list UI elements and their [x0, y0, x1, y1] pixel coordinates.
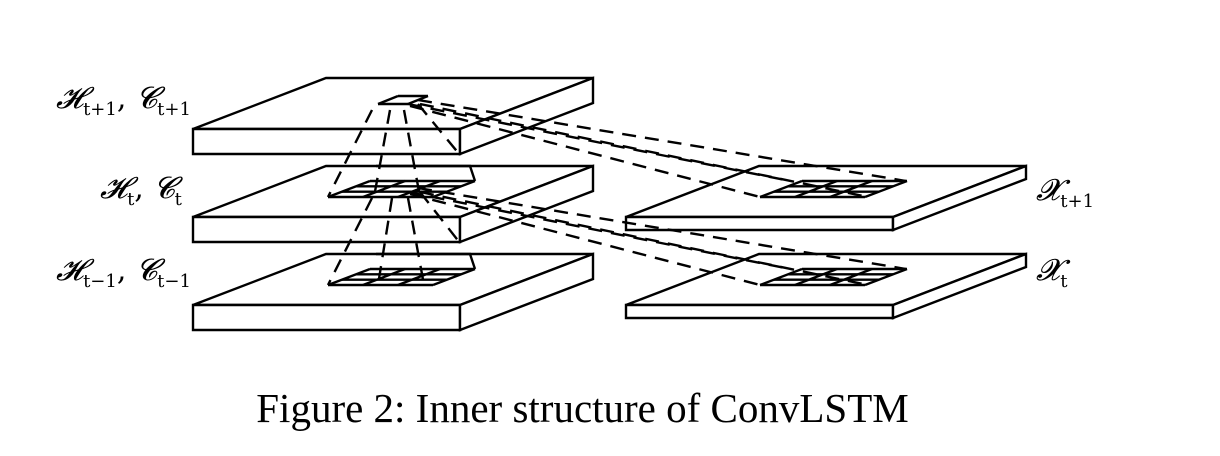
hidden-layer-t-minus-1-side-face — [458, 252, 595, 332]
hidden-t-minus-1-projection-outline — [376, 252, 477, 270]
receptive-field-dashed-line — [417, 103, 461, 156]
hidden-t-minus-1-kernel-grid — [327, 267, 476, 287]
input-t-plus-1-kernel-grid-vline — [759, 179, 803, 199]
receptive-field-dashed-line — [326, 109, 374, 198]
label-x-t-plus-1: 𝓧t+1 — [1036, 173, 1094, 212]
input-layer-t-front-face — [624, 303, 895, 320]
receptive-field-dashed-line — [372, 109, 392, 198]
input-t-plus-1-kernel-grid — [759, 179, 908, 199]
receptive-field-dashed-line — [406, 197, 426, 286]
receptive-field-dashed-line — [417, 98, 907, 183]
hidden-layer-t-front-face — [191, 215, 462, 244]
hidden-t-minus-1-kernel-grid-vline — [362, 267, 406, 287]
hidden-layer-t-minus-1 — [191, 252, 595, 332]
input-t-plus-1-kernel-grid-vline — [794, 179, 838, 199]
input-t-plus-1-kernel-grid-vline — [829, 179, 873, 199]
hidden-t-projection-outline — [376, 164, 477, 182]
input-layer-t-plus-1 — [624, 164, 1028, 232]
hidden-t-plus-1-kernel-cell-vline — [377, 94, 399, 106]
hidden-t-kernel-grid-vline — [327, 179, 371, 199]
receptive-field-dashed-line — [409, 192, 761, 287]
receptive-field-dashed-line — [417, 186, 907, 271]
hidden-layer-t — [191, 164, 595, 244]
hidden-t-kernel-grid-vline — [362, 179, 406, 199]
receptive-field-dashed-line — [402, 109, 422, 198]
hidden-t-minus-1-kernel-grid-vline — [432, 267, 476, 287]
label-x-t: 𝓧t — [1036, 253, 1071, 292]
input-layer-t-plus-1-side-face — [891, 164, 1028, 232]
figure-caption: Figure 2: Inner structure of ConvLSTM — [256, 385, 909, 431]
receptive-field-dashed-line — [326, 197, 374, 286]
input-t-kernel-grid-vline — [829, 267, 873, 287]
label-h-t: 𝓗t, 𝓒t — [100, 171, 183, 210]
hidden-layer-t-plus-1 — [191, 76, 595, 156]
input-layer-t-plus-1-front-face — [624, 215, 895, 232]
input-t-kernel-grid-vline — [759, 267, 803, 287]
hidden-layer-t-side-face — [458, 164, 595, 244]
receptive-field-dashed-line — [419, 102, 869, 199]
input-t-kernel-grid — [759, 267, 908, 287]
hidden-t-kernel-grid — [327, 179, 476, 199]
hidden-layer-t-plus-1-front-face — [191, 127, 462, 156]
input-t-kernel-grid-vline — [794, 267, 838, 287]
hidden-layer-t-plus-1-side-face — [458, 76, 595, 156]
receptive-field-dashed-line — [419, 190, 869, 287]
hidden-t-minus-1-kernel-grid-vline — [327, 267, 371, 287]
receptive-field-dashed-line — [419, 191, 461, 244]
hidden-t-minus-1-kernel-grid-vline — [397, 267, 441, 287]
receptive-field-dashed-line — [409, 104, 761, 199]
label-h-t-minus-1: 𝓗t−1, 𝓒t−1 — [56, 253, 191, 292]
hidden-t-kernel-grid-vline — [432, 179, 476, 199]
hidden-layer-t-minus-1-front-face — [191, 303, 462, 332]
input-layer-t-side-face — [891, 252, 1028, 320]
receptive-field-dashed-line — [376, 197, 394, 286]
label-h-t-plus-1: 𝓗t+1, 𝓒t+1 — [56, 81, 191, 120]
input-t-plus-1-kernel-grid-vline — [864, 179, 908, 199]
input-t-kernel-grid-vline — [864, 267, 908, 287]
